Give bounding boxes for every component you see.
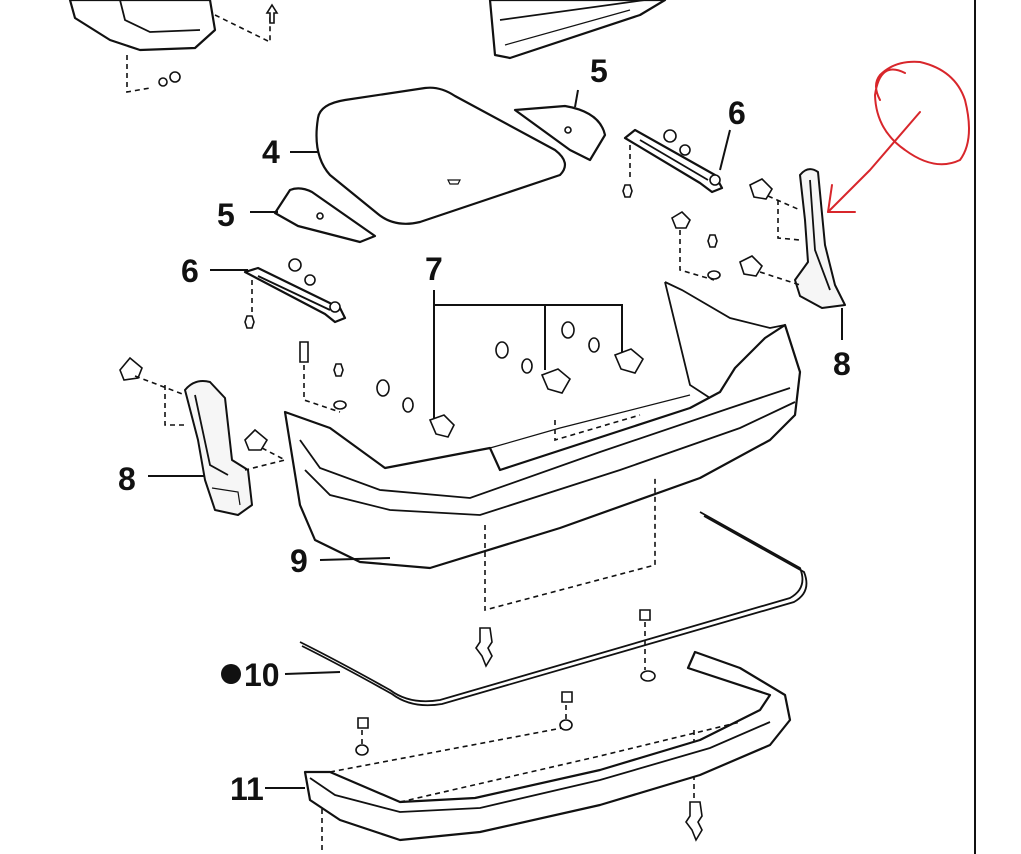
part-6-bracket-left: [210, 258, 347, 329]
part-9-bumper-cover: [283, 281, 802, 612]
red-annotation-circle-arrow: [827, 60, 970, 213]
clips-lower: [321, 609, 703, 854]
part-6-bracket-top: [622, 128, 731, 198]
callout-5-left: 5: [217, 197, 235, 233]
part-8-bracket-left: [119, 356, 288, 516]
part-8-bracket-right: [739, 168, 846, 340]
callout-6-left: 6: [181, 253, 199, 289]
callout-9: 9: [290, 543, 308, 579]
part-7-retainers: [376, 290, 645, 438]
callout-7: 7: [425, 251, 443, 287]
top-rail-partial: [488, 0, 667, 60]
top-left-partial-component: [68, 0, 279, 93]
callout-6-top: 6: [728, 95, 746, 131]
part-11-lower-valance: [265, 650, 792, 842]
callout-11: 11: [230, 771, 264, 807]
clips-center: [299, 210, 721, 413]
part-10-moulding-strip: [221, 511, 808, 707]
callout-8-left: 8: [118, 461, 136, 497]
part-5-pad-left: [250, 187, 377, 244]
callout-labels: 4 5 5 6 6 7 8 8 9 10 11: [118, 53, 851, 807]
annotation-arrow-shaft: [827, 111, 921, 213]
part-4-trunk-mat: [290, 86, 567, 225]
callout-4: 4: [262, 134, 280, 170]
part-5-pad-top: [513, 89, 607, 162]
callout-5-top: 5: [590, 53, 608, 89]
annotation-circle: [874, 60, 970, 166]
callout-8-right: 8: [833, 346, 851, 382]
callout-10: 10: [244, 657, 280, 693]
annotation-arrow-head: [827, 184, 856, 213]
